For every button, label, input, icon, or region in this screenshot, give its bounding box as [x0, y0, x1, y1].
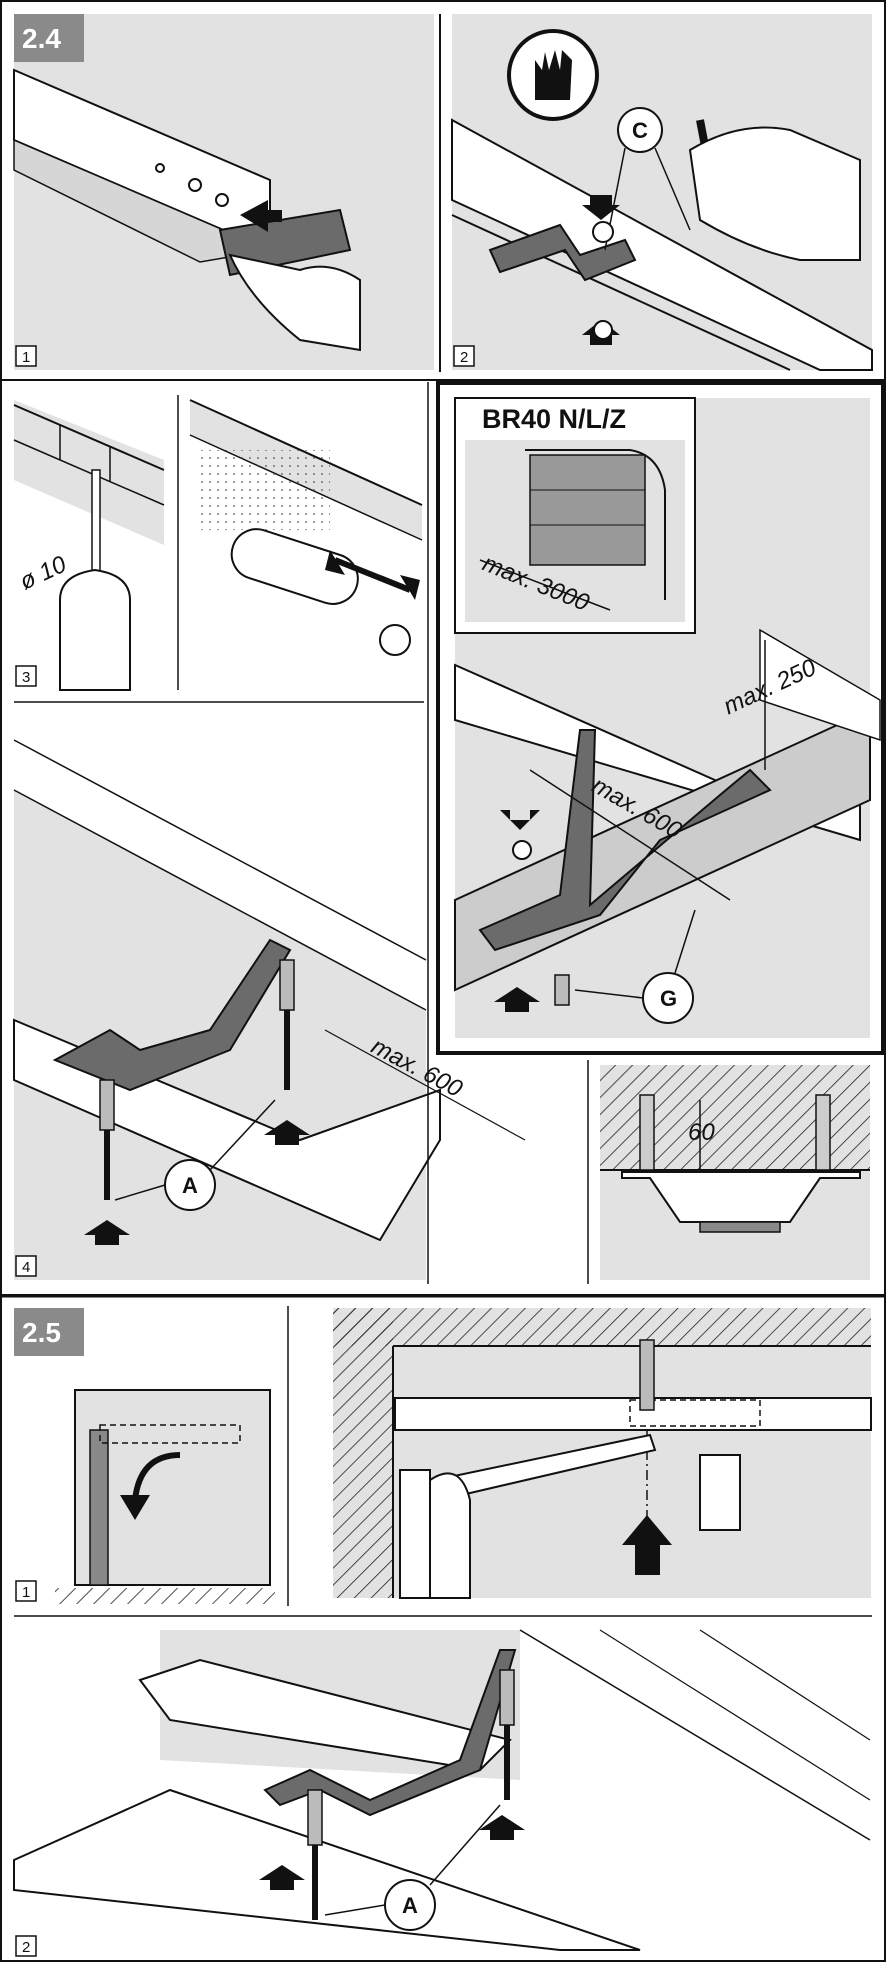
section-number-2-5: 2.5	[22, 1317, 61, 1348]
panel-2-4-1: 2.4 1	[13, 14, 434, 370]
arrow-down-icon	[120, 1495, 150, 1520]
screw-label-c: C	[632, 118, 648, 143]
screw-label-c-circle	[617, 107, 663, 153]
panel-2-5-2: A 2	[13, 1628, 872, 1957]
mounting-bracket	[478, 729, 772, 952]
step-number: 2	[460, 349, 468, 366]
hand-drawing	[228, 253, 361, 352]
panel-2-4-2: C 2	[451, 14, 873, 371]
section-number-2-4: 2.4	[22, 23, 61, 54]
double-arrow-icon	[333, 557, 412, 593]
model-name: BR40 N/L/Z	[482, 404, 626, 434]
bolt-label-g: G	[660, 986, 677, 1011]
panel-2-5-detail	[333, 1308, 872, 1599]
arrow-up-icon	[259, 1865, 305, 1890]
arrow-up-icon	[494, 987, 540, 1012]
mounting-bracket	[52, 938, 292, 1092]
depth-60: 60	[688, 1119, 715, 1146]
panel-anchor-depth: 60	[587, 1060, 870, 1284]
panel-2-4-3: ø 10 3	[13, 395, 423, 691]
arrow-down-icon	[500, 810, 540, 830]
drill-drawing	[59, 568, 131, 691]
arrow-up-icon	[264, 1120, 310, 1145]
panel-2-4-4: A max. 600 4	[13, 715, 526, 1280]
panel-br40: BR40 N/L/Z max. 3000 max. 250 max. 600 G	[436, 381, 885, 1055]
anchor-label-a: A	[402, 1893, 418, 1918]
arrow-left-icon	[240, 200, 282, 232]
step-number: 2	[22, 1939, 30, 1956]
step-number: 3	[22, 669, 30, 686]
garage-door-section	[529, 454, 646, 566]
cover-plate	[218, 208, 352, 277]
step-number: 1	[22, 1584, 30, 1601]
blow-out-pump	[230, 528, 359, 605]
arrow-up-icon	[84, 1220, 130, 1245]
arrow-up-icon	[479, 1815, 525, 1840]
rail	[394, 1397, 872, 1431]
arrow-up-icon	[622, 1515, 672, 1575]
bracket-section-view	[621, 1171, 861, 1223]
step-number: 1	[22, 349, 30, 366]
mounting-bracket	[263, 1649, 517, 1817]
arrow-down-icon	[582, 195, 620, 220]
section-badge-2-4	[14, 14, 84, 62]
panel-2-5-1: 2.5 1	[14, 1308, 275, 1604]
anchor-label-a: A	[182, 1173, 198, 1198]
gloved-hand-drawing	[688, 126, 861, 261]
section-badge-2-5	[14, 1308, 84, 1356]
step-number: 4	[22, 1259, 30, 1276]
mounting-bracket	[488, 223, 637, 282]
